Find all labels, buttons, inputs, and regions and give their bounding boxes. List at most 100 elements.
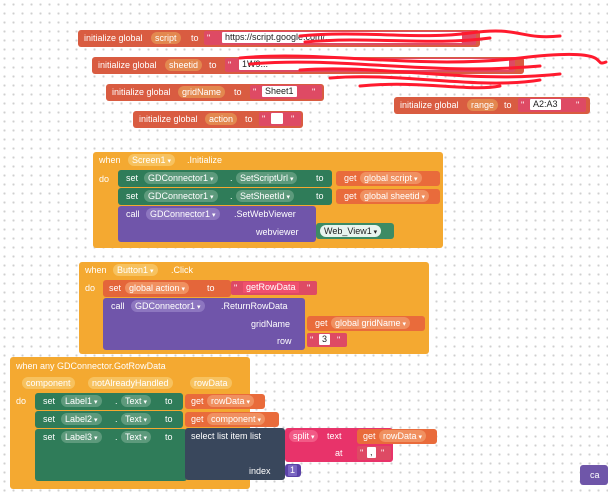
- set-label3-text[interactable]: set Label3 . Text to: [35, 429, 187, 481]
- init-global-range-block[interactable]: initialize global range to " A2:A3 ": [394, 97, 590, 114]
- param-rowdata[interactable]: rowData: [190, 377, 232, 389]
- split-dropdown[interactable]: split: [289, 430, 319, 442]
- get-label: get: [344, 173, 357, 183]
- property-text-dropdown[interactable]: Text: [121, 431, 151, 443]
- webview-dropdown[interactable]: Web_View1: [320, 225, 382, 237]
- quote-open: ": [262, 114, 266, 124]
- init-global-action-block[interactable]: initialize global action to " ": [133, 111, 303, 128]
- string-value-gridname[interactable]: Sheet1: [262, 86, 297, 97]
- quote-open: ": [207, 33, 211, 43]
- set-global-action[interactable]: set global action to: [103, 280, 231, 297]
- to-label: to: [209, 60, 217, 70]
- component-webview[interactable]: Web_View1: [316, 223, 394, 239]
- to-label: to: [316, 191, 324, 201]
- get-variable-dropdown[interactable]: global script: [360, 172, 422, 184]
- gdconnector-dropdown[interactable]: GDConnector1: [146, 208, 220, 220]
- property-text-dropdown[interactable]: Text: [121, 395, 151, 407]
- gdconnector-dropdown[interactable]: GDConnector1: [144, 190, 218, 202]
- call-setwebviewer-block[interactable]: call GDConnector1 .SetWebViewer webviewe…: [118, 206, 316, 242]
- param-webviewer-label: webviewer: [256, 227, 299, 237]
- do-label: do: [99, 174, 110, 184]
- set-label: set: [43, 414, 56, 424]
- get-variable-dropdown[interactable]: rowData: [379, 430, 426, 442]
- call-returnrowdata-block[interactable]: call GDConnector1 .ReturnRowData gridNam…: [103, 298, 305, 350]
- label2-dropdown[interactable]: Label2: [61, 413, 102, 425]
- quote-open: ": [228, 60, 232, 70]
- string-value-range[interactable]: A2:A3: [530, 99, 561, 110]
- get-rowdata-1[interactable]: get rowData: [185, 394, 265, 409]
- string-value-getrowdata[interactable]: getRowData: [243, 282, 299, 293]
- string-gridname[interactable]: " Sheet1 ": [250, 85, 322, 99]
- method-name: .SetWebViewer: [234, 209, 296, 219]
- do-label: do: [16, 396, 27, 406]
- get-label: get: [315, 318, 328, 328]
- set-sheetid-block[interactable]: set GDConnector1 . SetSheetId to: [118, 188, 332, 205]
- get-variable-dropdown[interactable]: rowData: [207, 395, 254, 407]
- init-global-gridname-block[interactable]: initialize global gridName to " Sheet1 ": [106, 84, 324, 101]
- get-global-sheetid[interactable]: get global sheetid: [336, 189, 440, 204]
- split-text-label: text: [327, 431, 342, 441]
- number-index[interactable]: 1: [285, 464, 301, 477]
- dot-label: .: [115, 414, 118, 424]
- select-list-item-block[interactable]: select list item list index: [185, 428, 285, 480]
- split-at-label: at: [335, 448, 343, 458]
- param-row-label: row: [277, 336, 292, 346]
- global-name-range[interactable]: range: [467, 99, 499, 111]
- string-value-split-at[interactable]: ,: [367, 447, 376, 458]
- get-global-gridname[interactable]: get global gridName: [307, 316, 425, 331]
- property-text-dropdown[interactable]: Text: [121, 413, 151, 425]
- to-label: to: [207, 283, 215, 293]
- get-label: get: [191, 414, 204, 424]
- set-label2-text[interactable]: set Label2 . Text to: [35, 411, 183, 428]
- get-global-script[interactable]: get global script: [336, 171, 440, 186]
- when-label: when: [85, 265, 107, 275]
- gdconnector-dropdown[interactable]: GDConnector1: [131, 300, 205, 312]
- string-action[interactable]: " ": [259, 112, 301, 126]
- get-rowdata-2[interactable]: get rowData: [357, 429, 437, 444]
- set-label: set: [43, 432, 56, 442]
- string-value-action[interactable]: [271, 113, 283, 124]
- init-global-label: initialize global: [139, 114, 198, 124]
- button-component-dropdown[interactable]: Button1: [113, 264, 158, 276]
- string-value-row[interactable]: 3: [319, 334, 331, 345]
- init-global-label: initialize global: [98, 60, 157, 70]
- global-name-gridname[interactable]: gridName: [178, 86, 226, 98]
- global-name-sheetid[interactable]: sheetid: [165, 59, 203, 71]
- property-dropdown-scripturl[interactable]: SetScriptUrl: [236, 172, 298, 184]
- set-variable-dropdown[interactable]: global action: [125, 282, 190, 294]
- do-label: do: [85, 283, 96, 293]
- global-name-script[interactable]: script: [151, 32, 181, 44]
- set-label1-text[interactable]: set Label1 . Text to: [35, 393, 183, 410]
- string-row-value[interactable]: " 3 ": [307, 333, 347, 347]
- get-variable-dropdown[interactable]: component: [207, 413, 265, 425]
- string-split-at[interactable]: " , ": [357, 446, 391, 460]
- partial-call-block[interactable]: ca: [580, 465, 608, 485]
- quote-close: ": [312, 87, 316, 97]
- quote-close: ": [576, 100, 580, 110]
- string-getrowdata[interactable]: " getRowData ": [231, 281, 317, 295]
- param-notalreadyhandled[interactable]: notAlreadyHandled: [88, 377, 173, 389]
- label3-dropdown[interactable]: Label3: [61, 431, 102, 443]
- to-label: to: [191, 33, 199, 43]
- set-label: set: [109, 283, 122, 293]
- set-scripturl-block[interactable]: set GDConnector1 . SetScriptUrl to: [118, 170, 332, 187]
- index-value[interactable]: 1: [288, 465, 298, 476]
- global-name-action[interactable]: action: [205, 113, 238, 125]
- get-variable-dropdown[interactable]: global gridName: [331, 317, 411, 329]
- get-variable-dropdown[interactable]: global sheetid: [360, 190, 430, 202]
- screen-component-dropdown[interactable]: Screen1: [128, 154, 175, 166]
- string-range[interactable]: " A2:A3 ": [518, 98, 586, 112]
- get-component[interactable]: get component: [185, 412, 279, 427]
- label1-dropdown[interactable]: Label1: [61, 395, 102, 407]
- string-value-script[interactable]: https://script.google.com/...: [222, 32, 462, 43]
- gdconnector-dropdown[interactable]: GDConnector1: [144, 172, 218, 184]
- quote-close: ": [381, 448, 385, 458]
- call-label: call: [126, 209, 140, 219]
- quote-open: ": [234, 283, 238, 293]
- property-dropdown-sheetid[interactable]: SetSheetId: [236, 190, 295, 202]
- quote-open: ": [253, 87, 257, 97]
- to-label: to: [165, 414, 173, 424]
- param-component[interactable]: component: [22, 377, 75, 389]
- to-label: to: [165, 396, 173, 406]
- to-label: to: [316, 173, 324, 183]
